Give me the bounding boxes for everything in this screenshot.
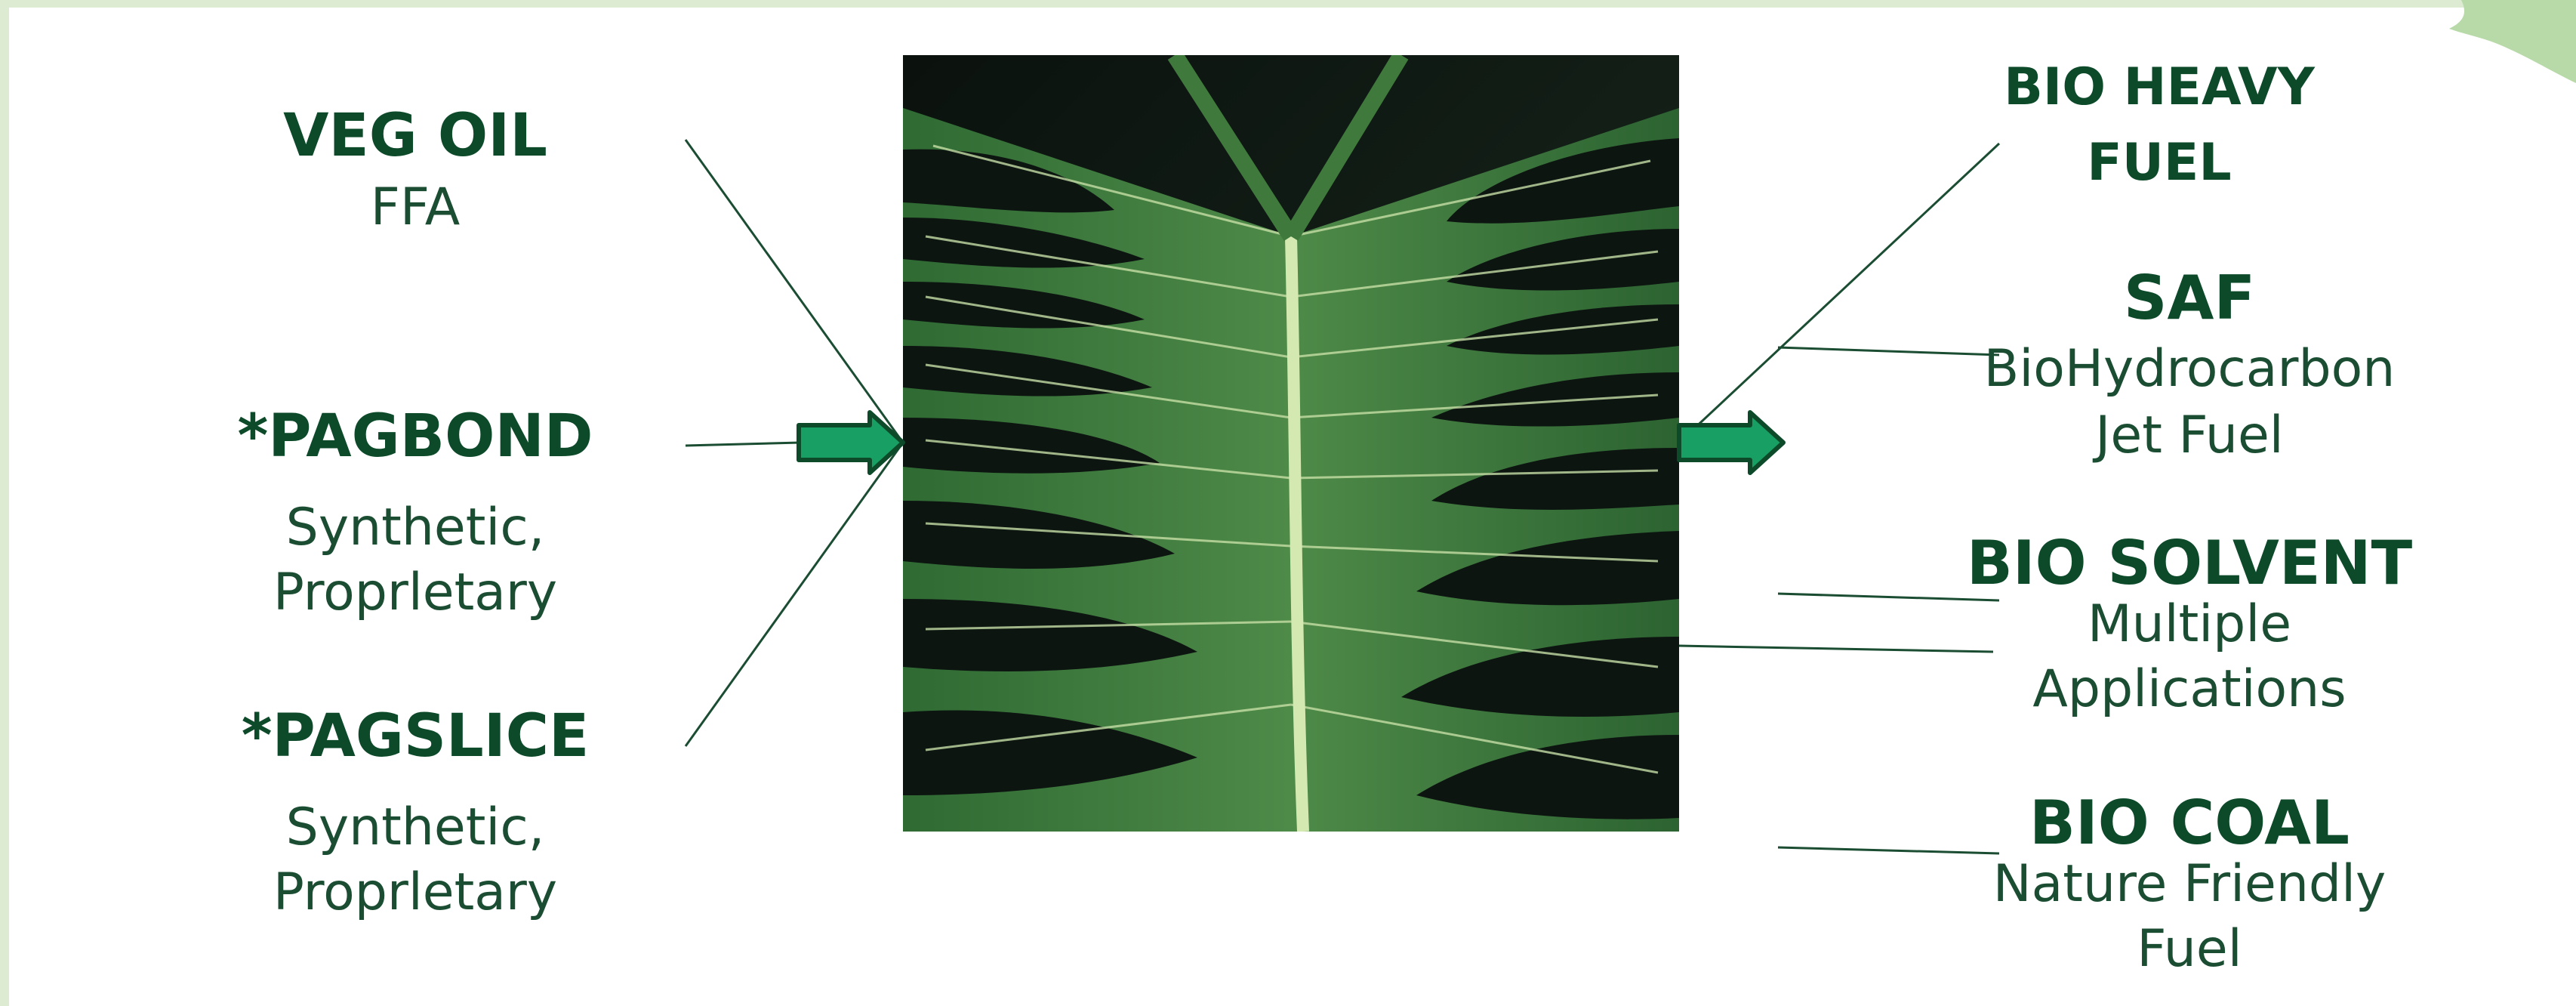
output-title: BIO HEAVY FUEL xyxy=(2001,50,2318,201)
right-arrow-icon xyxy=(1679,412,1783,473)
connector-pagslice xyxy=(686,443,903,746)
output-bio-heavy-fuel: BIO HEAVY FUEL xyxy=(1993,50,2325,201)
connector-bio-heavy-fuel xyxy=(1679,143,1999,443)
input-subtitle: Synthetic, Proprletary xyxy=(257,795,574,925)
input-title: VEG OIL xyxy=(226,98,604,174)
output-subtitle: Multiple Applications xyxy=(2016,592,2363,722)
input-subtitle: Synthetic, Proprletary xyxy=(257,495,574,625)
input-veg-oil: VEG OIL FFA xyxy=(226,98,604,242)
input-subtitle: FFA xyxy=(226,174,604,242)
input-title: *PAGSLICE xyxy=(226,699,604,774)
output-subtitle: BioHydrocarbon Jet Fuel xyxy=(1971,336,2408,469)
output-subtitle: Nature Friendly Fuel xyxy=(1978,852,2401,982)
input-pagbond: *PAGBOND Synthetic, Proprletary xyxy=(226,399,604,625)
input-title: *PAGBOND xyxy=(226,399,604,474)
output-title: SAF xyxy=(1963,261,2416,336)
output-title: BIO SOLVENT xyxy=(1963,526,2416,601)
connector-pagbond xyxy=(686,443,800,446)
connector-veg-oil xyxy=(686,140,903,443)
output-saf: SAF BioHydrocarbon Jet Fuel xyxy=(1963,261,2416,469)
connector-bio-solvent-2 xyxy=(1679,646,1993,652)
output-bio-coal: BIO COAL Nature Friendly Fuel xyxy=(1963,785,2416,982)
input-pagslice: *PAGSLICE Synthetic, Proprletary xyxy=(226,699,604,925)
output-bio-solvent: BIO SOLVENT Multiple Applications xyxy=(1963,526,2416,722)
output-title: BIO COAL xyxy=(1963,785,2416,861)
